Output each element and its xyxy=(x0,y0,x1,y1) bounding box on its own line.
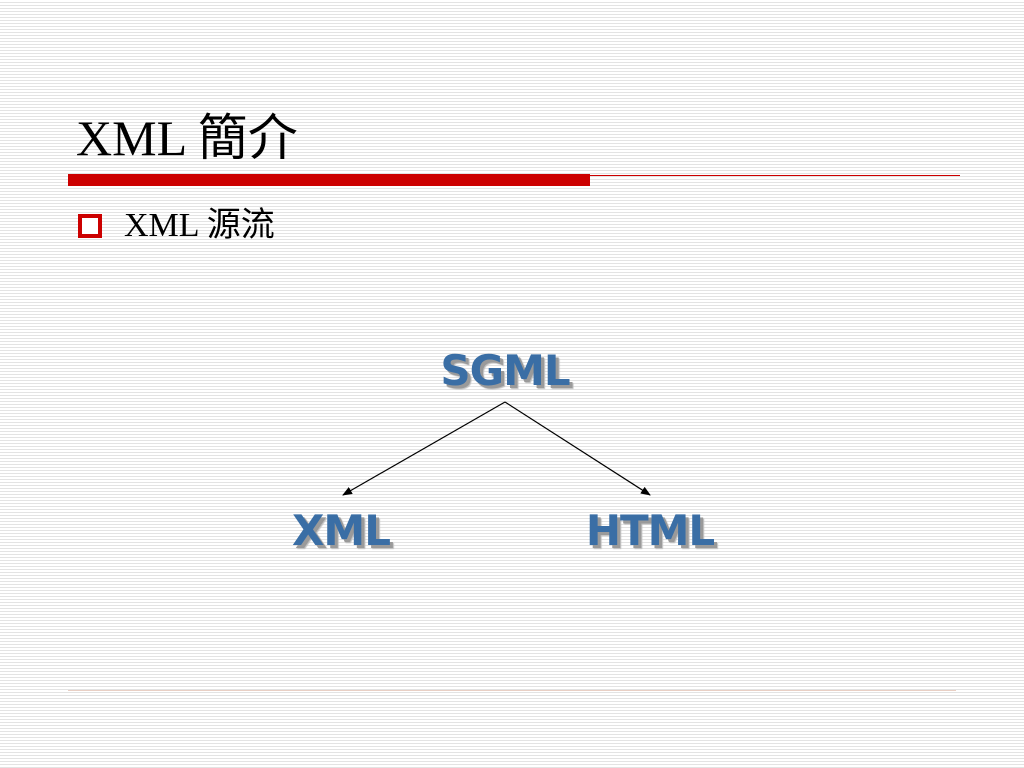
title-underline-thick xyxy=(68,174,590,186)
hollow-square-bullet-icon xyxy=(78,214,102,238)
node-xml: XML xyxy=(292,506,391,555)
bullet-text: XML 源流 xyxy=(124,207,275,244)
edge-sgml-to-html xyxy=(504,401,651,496)
title-underline-thin xyxy=(590,175,960,176)
edge-sgml-to-xml xyxy=(342,401,506,496)
node-sgml: SGML xyxy=(440,346,570,395)
node-html: HTML xyxy=(585,506,715,555)
slide-title: XML 簡介 xyxy=(76,110,298,166)
bullet-item: XML 源流 xyxy=(78,204,275,248)
footer-divider xyxy=(68,690,956,691)
